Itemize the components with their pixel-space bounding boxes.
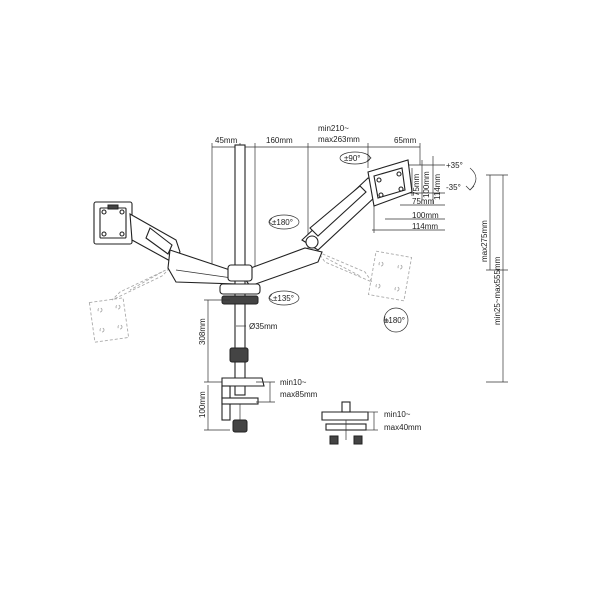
dim-reach-label-line2: max263mm: [318, 135, 360, 144]
rotate-180-right-icon: [383, 307, 409, 333]
tilt-down-label: -35°: [446, 183, 461, 192]
max275-label: max275mm: [480, 220, 489, 262]
pole-diameter-label: Ø35mm: [249, 322, 278, 331]
tilt-up-label: +35°: [446, 161, 463, 170]
dim-160-label: 160mm: [266, 136, 293, 145]
right-vesa-plate: [367, 159, 413, 207]
pole-308-label: 308mm: [198, 318, 207, 345]
vesa-100-horizontal-label: 100mm: [412, 211, 439, 220]
vesa-75-vertical-label: 75mm: [412, 173, 421, 196]
grommet-mount: [321, 401, 378, 445]
vesa-100-vertical-label: 100mm: [422, 171, 431, 198]
rotate-135-label: ±135°: [273, 294, 294, 303]
dim-reach-label-line1: min210~: [318, 124, 349, 133]
grommet-range-line2: max40mm: [384, 423, 422, 432]
grommet-range-line1: min10~: [384, 410, 411, 419]
rotate-90-icon: [339, 151, 372, 165]
rotate-180-top-icon: [268, 214, 300, 230]
dim-65-label: 65mm: [394, 136, 417, 145]
right-arm: [239, 177, 379, 287]
rotate-180-top-label: ±180°: [272, 218, 293, 227]
desk-clamp: [221, 377, 275, 433]
rotate-90-label: ±90°: [344, 154, 361, 163]
left-arm: [129, 213, 239, 285]
ghost-right-arm: [316, 250, 413, 302]
clamp-range-line1: min10~: [280, 378, 307, 387]
ghost-left-arm: [88, 267, 171, 343]
vesa-75-horizontal-label: 75mm: [412, 197, 435, 206]
left-height-dimension-lines: [204, 299, 230, 431]
rotate-135-icon: [268, 290, 300, 306]
height-range-label: min25~max555mm: [493, 256, 502, 325]
height-dimension-lines: [486, 174, 508, 383]
rotate-180-right-label: ±180°: [384, 316, 405, 325]
dim-45-label: 45mm: [215, 136, 238, 145]
left-vesa-plate: [93, 201, 133, 245]
vesa-114-vertical-label: 114mm: [433, 174, 442, 200]
base-100-label: 100mm: [198, 391, 207, 418]
clamp-range-line2: max85mm: [280, 390, 318, 399]
vesa-114-horizontal-label: 114mm: [412, 222, 438, 231]
